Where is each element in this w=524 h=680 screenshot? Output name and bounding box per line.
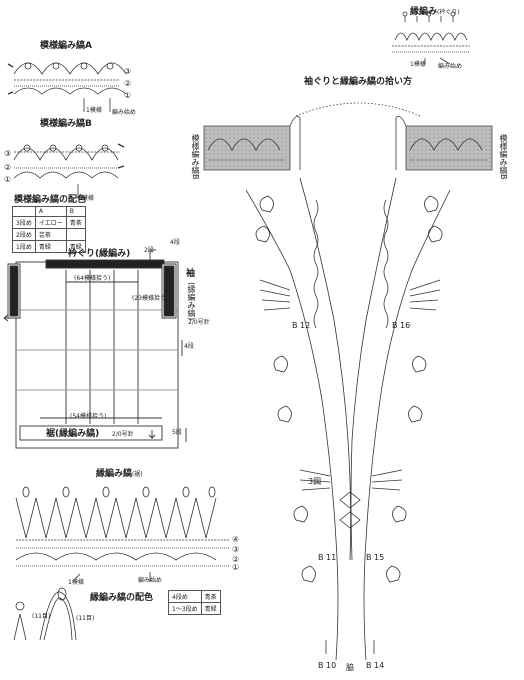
detail-drawings — [13, 587, 77, 641]
label-fig3: 3図 — [308, 477, 322, 486]
hem-label: 裾(縁編み縞) — [46, 429, 100, 439]
pickup-diagram — [203, 102, 493, 661]
sleeve-rows: 4段 — [184, 343, 194, 350]
table-row: 3段め イエロー 青茶 — [12, 216, 86, 229]
pattern-b-vert-left: 模様編み縞B — [191, 134, 200, 180]
pattern-a-chart — [7, 62, 127, 112]
pickup-title: 袖ぐりと縁編み縞の拾い方 — [304, 77, 413, 87]
pattern-a-title: 模様編み縞A — [40, 41, 92, 51]
sleeve-23: (23模様拾う) — [132, 295, 169, 302]
row-label-2a: ② — [124, 79, 132, 88]
edge-row-4: ④ — [232, 535, 240, 544]
label-b16: B 16 — [392, 321, 411, 330]
st-54: (54模様拾う) — [70, 413, 107, 420]
edge-main-chart — [15, 486, 230, 582]
sleeve-sub: (縁編み縞) — [187, 282, 196, 321]
edge-row-3: ③ — [232, 545, 240, 554]
edge-top-one-pattern: 1模様 — [410, 61, 426, 68]
row-label-1a: ① — [124, 91, 132, 100]
sleeve-needle: 2/0号針 — [188, 319, 210, 326]
edge-one-pattern: 1模様 — [68, 579, 84, 586]
pattern-color-table: A B 3段め イエロー 青茶 2段め 芸茶 1段め 青緑 青緑 — [12, 206, 86, 253]
table-row: 1段め 青緑 青緑 — [12, 240, 86, 253]
table-row: 2段め 芸茶 — [12, 228, 86, 241]
label-side: 脇 — [346, 663, 354, 672]
edge-row-1: ① — [232, 563, 240, 572]
pattern-a-start: 編み始め — [112, 109, 137, 116]
label-b14: B 14 — [366, 661, 385, 670]
garment-schematic — [3, 249, 187, 449]
label-b11: B 11 — [318, 553, 337, 562]
pattern-a-one: 1模様 — [86, 107, 102, 114]
row-label-3b: ③ — [4, 149, 12, 158]
count-11-a: (11目) — [32, 613, 51, 620]
collar-label: 衿ぐり(縁編み) — [68, 249, 131, 259]
label-b10: B 10 — [318, 661, 337, 670]
pattern-b-title: 模様編み縞B — [40, 119, 92, 129]
edge-top-title: 縁編み(衿ぐり) — [410, 7, 460, 17]
collar-rows-4: 4段 — [170, 239, 180, 246]
row-label-3a: ③ — [124, 67, 132, 76]
table-row: A B — [12, 206, 86, 217]
pattern-b-vert-right: 模様編み縞B — [499, 134, 508, 180]
row-label-1b: ① — [4, 175, 12, 184]
edge-color-table: 4段め 青茶 1～3段め 青緑 — [168, 590, 221, 615]
label-b12: B 12 — [292, 321, 311, 330]
edge-main-title: 縁編み縞(裾) — [96, 469, 143, 479]
edge-colors-title: 縁編み縞の配色 — [90, 593, 154, 603]
label-b15: B 15 — [366, 553, 385, 562]
pattern-colors-title: 模様編み縞の配色 — [14, 195, 87, 205]
edge-top-chart — [392, 11, 470, 65]
collar-needle: 2/0号針 — [98, 261, 120, 268]
table-row: 4段め 青茶 — [168, 590, 221, 603]
hem-rows: 5段 — [172, 429, 182, 436]
st-64: (64模様拾う) — [74, 275, 111, 282]
table-row: 1～3段め 青緑 — [168, 602, 221, 615]
edge-start: 編み始め — [138, 577, 163, 584]
edge-row-2: ② — [232, 555, 240, 564]
row-label-2b: ② — [4, 163, 12, 172]
pattern-b-one: 1模様 — [78, 195, 94, 202]
pattern-b-chart — [13, 143, 125, 198]
collar-rows: 2段 — [144, 247, 154, 254]
count-11-b: (11目) — [76, 615, 95, 622]
edge-top-start: 編み始め — [438, 63, 463, 70]
sleeve-label: 袖 — [186, 269, 196, 279]
hem-needle: 2/0号針 — [112, 431, 134, 438]
